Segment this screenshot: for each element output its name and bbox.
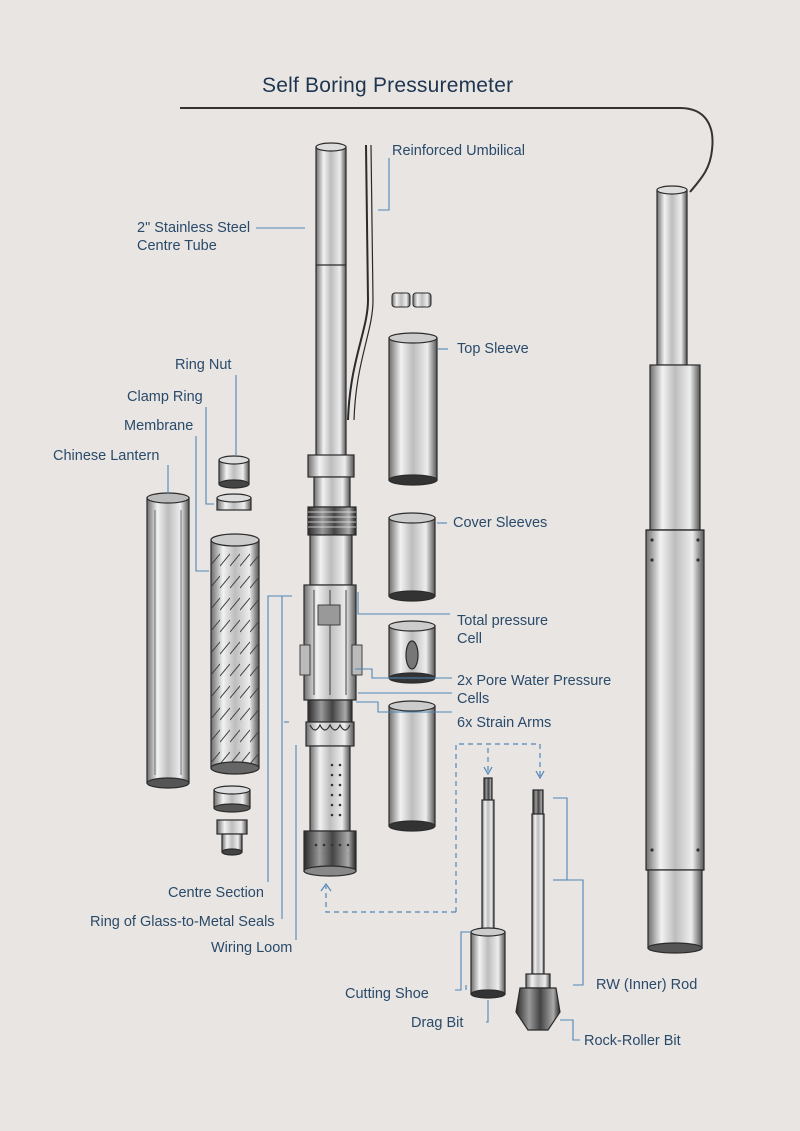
centre-assembly [299, 142, 374, 877]
label-top-sleeve: Top Sleeve [457, 341, 529, 357]
label-cutting-shoe: Cutting Shoe [345, 986, 429, 1002]
arrow-heads [320, 766, 545, 892]
label-pore-water-line1: 2x Pore Water Pressure [457, 673, 612, 689]
title-underline [180, 107, 714, 193]
leader-lines [167, 158, 584, 1041]
label-rock-roller-bit: Rock-Roller Bit [584, 1033, 681, 1049]
label-total-pressure-line1: Total pressure [457, 613, 549, 629]
membrane [210, 533, 260, 775]
label-rw-inner-rod: RW (Inner) Rod [596, 977, 698, 993]
label-centre-tube-line1: 2" Stainless Steel [137, 220, 251, 236]
label-strain-arms: 6x Strain Arms [457, 715, 552, 731]
label-wiring-loom: Wiring Loom [211, 940, 293, 956]
label-ring-nut: Ring Nut [175, 357, 232, 373]
label-pore-water-line2: Cells [457, 691, 490, 707]
page-title: Self Boring Pressuremeter [262, 74, 514, 97]
ring-nut-bottom [213, 785, 251, 856]
label-chinese-lantern: Chinese Lantern [53, 448, 160, 464]
assembled-tool [645, 185, 705, 954]
chinese-lantern [146, 492, 190, 789]
label-membrane: Membrane [124, 418, 194, 434]
label-reinforced-umbilical: Reinforced Umbilical [392, 143, 525, 159]
label-centre-section: Centre Section [168, 885, 264, 901]
cover-sleeves [388, 512, 436, 832]
label-total-pressure-line2: Cell [457, 631, 482, 647]
small-nuts [391, 292, 432, 308]
label-drag-bit: Drag Bit [411, 1015, 464, 1031]
cutting-shoe-assembly [470, 777, 506, 999]
top-sleeve [388, 332, 438, 486]
label-glass-to-metal-seals: Ring of Glass-to-Metal Seals [90, 914, 275, 930]
assembly-arrows [325, 743, 541, 913]
label-centre-tube-line2: Centre Tube [137, 238, 217, 254]
label-cover-sleeves: Cover Sleeves [453, 515, 548, 531]
roller-bit-assembly [515, 789, 561, 1031]
ring-nut-top [216, 455, 252, 511]
label-clamp-ring: Clamp Ring [127, 389, 203, 405]
